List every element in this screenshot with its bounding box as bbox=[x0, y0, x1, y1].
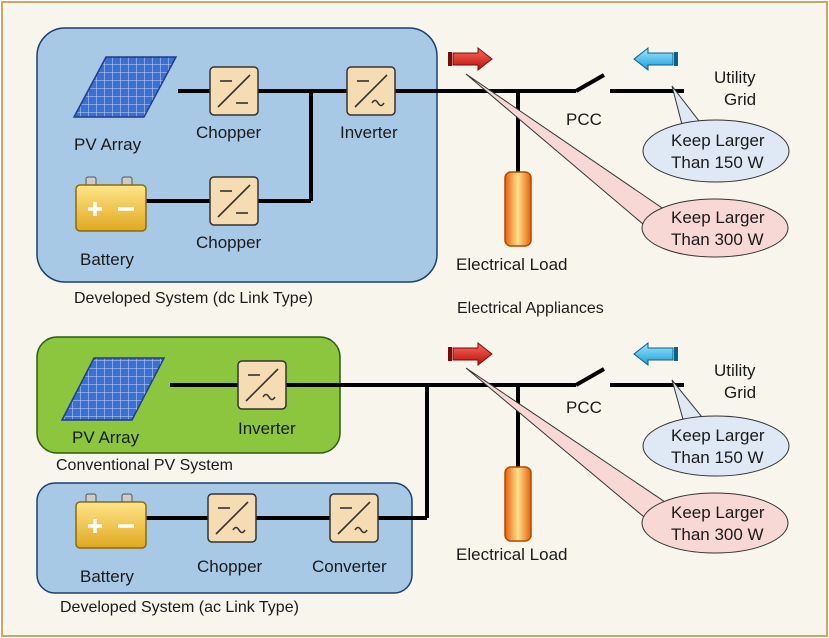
conventional-caption: Conventional PV System bbox=[56, 457, 233, 474]
top-chopper-batt-label: Chopper bbox=[196, 233, 262, 252]
load-icon bbox=[504, 466, 532, 542]
top-inverter-label: Inverter bbox=[340, 123, 398, 142]
bottom-grid-label: Grid bbox=[724, 383, 756, 402]
load-icon bbox=[504, 171, 532, 247]
dc-ac-inverter-icon bbox=[329, 493, 379, 543]
top-callout-grid-line2: Than 150 W bbox=[671, 153, 764, 172]
bottom-pv-array-label: PV Array bbox=[72, 428, 140, 447]
dc-dc-converter-icon bbox=[209, 66, 259, 116]
bottom-callout-load-line2: Than 300 W bbox=[671, 525, 764, 544]
top-grid-label: Grid bbox=[724, 90, 756, 109]
bottom-callout-load-line1: Keep Larger bbox=[671, 503, 765, 522]
bottom-inverter-label: Inverter bbox=[238, 419, 296, 438]
top-callout-load-line2: Than 300 W bbox=[671, 230, 764, 249]
top-pv-array-label: PV Array bbox=[74, 135, 142, 154]
dc-ac-inverter-icon bbox=[346, 66, 396, 116]
dc-dc-converter-icon bbox=[209, 176, 259, 226]
bottom-battery-label: Battery bbox=[80, 567, 134, 586]
grid-power-callout bbox=[642, 119, 790, 183]
top-pcc-label: PCC bbox=[566, 110, 602, 129]
pv-array-icon bbox=[72, 56, 178, 118]
bottom-callout-grid-line1: Keep Larger bbox=[671, 426, 765, 445]
top-battery-label: Battery bbox=[80, 250, 134, 269]
pv-array-icon bbox=[60, 357, 166, 421]
load-power-callout bbox=[641, 198, 789, 258]
bottom-load-label: Electrical Load bbox=[456, 545, 568, 564]
bottom-chopper-label: Chopper bbox=[197, 557, 263, 576]
bottom-pcc-label: PCC bbox=[566, 398, 602, 417]
bottom-wiring bbox=[146, 367, 684, 520]
top-load-label: Electrical Load bbox=[456, 255, 568, 274]
top-callout-grid-line1: Keep Larger bbox=[671, 131, 765, 150]
bottom-converter-label: Converter bbox=[312, 557, 387, 576]
grid-power-callout bbox=[642, 415, 790, 477]
bottom-utility-label: Utility bbox=[714, 361, 756, 380]
dc-link-caption: Developed System (dc Link Type) bbox=[74, 290, 313, 307]
top-utility-label: Utility bbox=[714, 68, 756, 87]
electrical-appliances-caption: Electrical Appliances bbox=[457, 300, 604, 317]
load-power-callout bbox=[641, 492, 789, 554]
dc-ac-inverter-icon bbox=[207, 493, 257, 543]
dc-ac-inverter-icon bbox=[237, 360, 287, 410]
top-chopper-pv-label: Chopper bbox=[196, 123, 262, 142]
ac-link-caption: Developed System (ac Link Type) bbox=[60, 599, 299, 616]
bottom-callout-grid-line2: Than 150 W bbox=[671, 448, 764, 467]
top-callout-load-line1: Keep Larger bbox=[671, 208, 765, 227]
battery-icon bbox=[74, 492, 148, 550]
battery-icon bbox=[74, 175, 148, 233]
